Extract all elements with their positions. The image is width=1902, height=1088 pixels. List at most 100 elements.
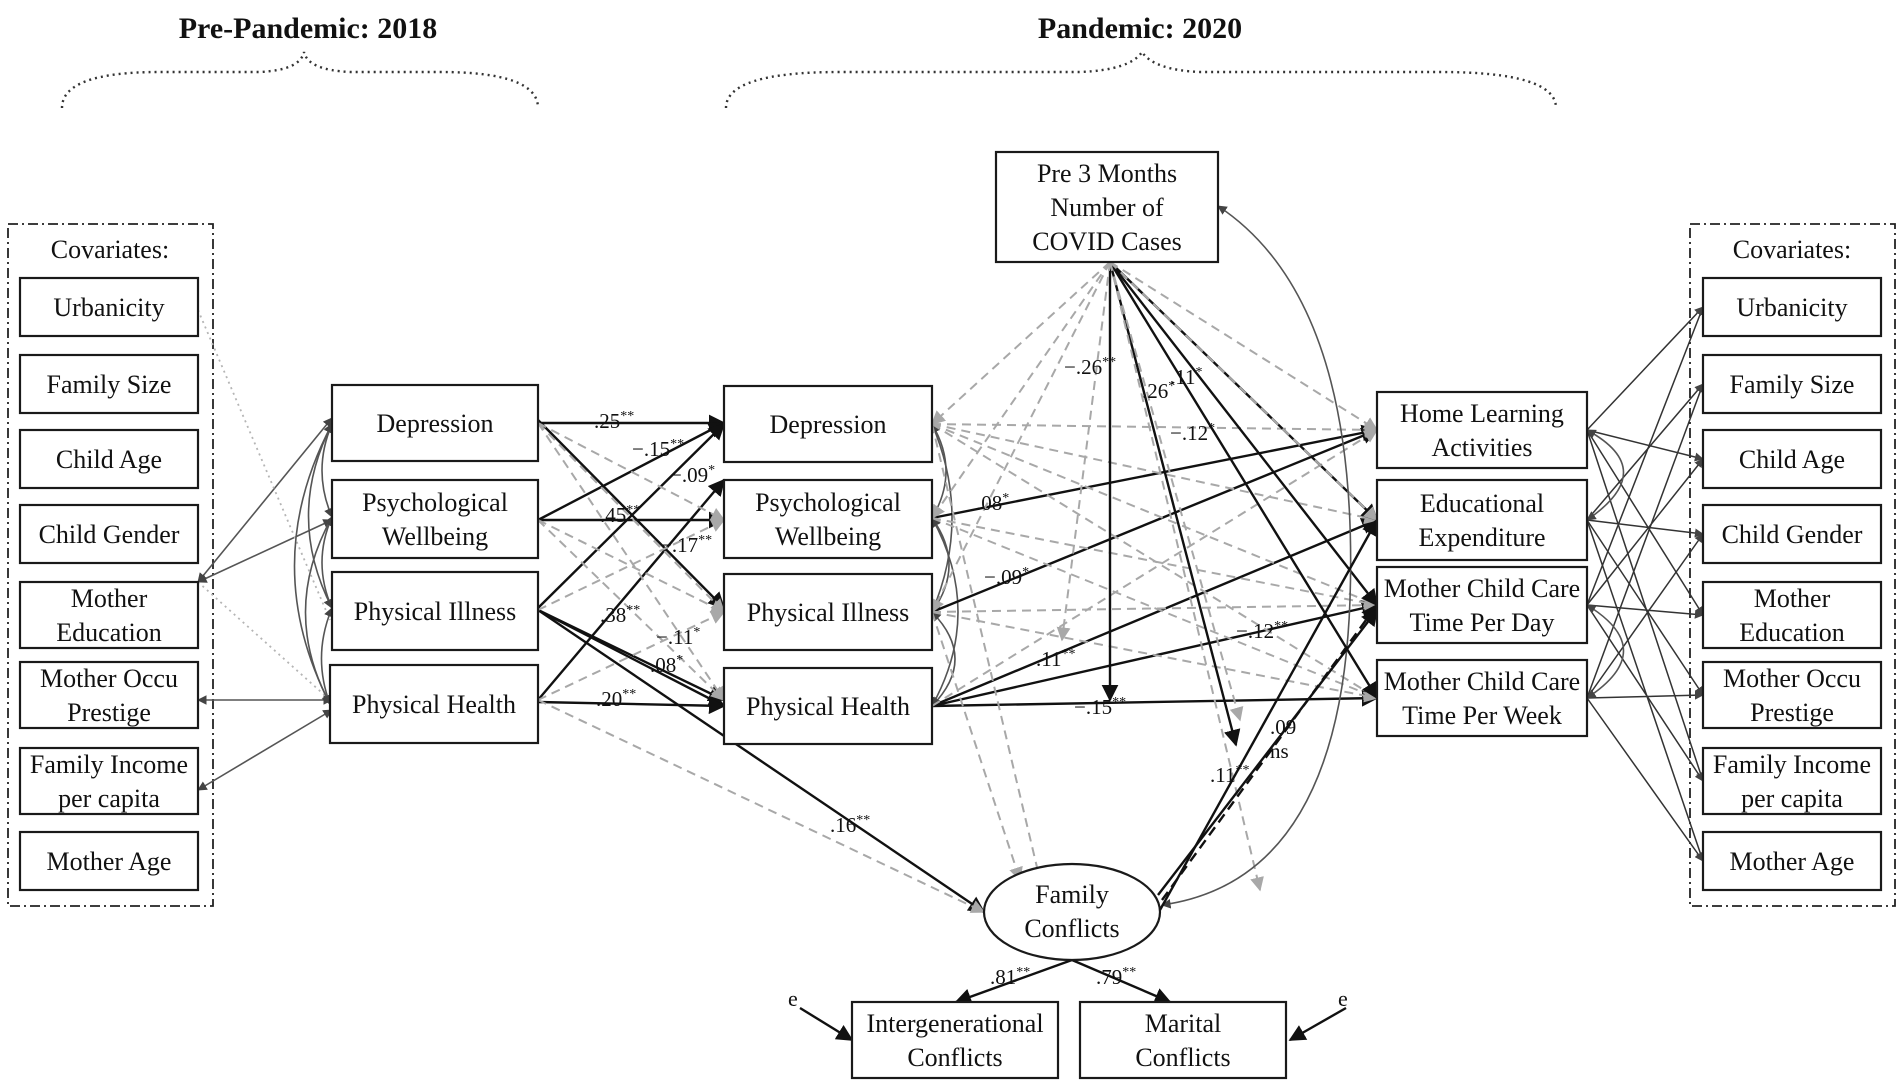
loading-intergen (954, 958, 1073, 1005)
covariate-right-2: Child Age (1701, 428, 1883, 490)
coefficient-significance: ** (1016, 965, 1030, 980)
coefficient-c24: .79** (1096, 965, 1136, 989)
cov-right-link-1-1 (1586, 383, 1704, 521)
mid-2020-node-1-frame (722, 478, 934, 560)
covid-cases-node-label: Pre 3 Months (1037, 159, 1177, 188)
dashed-mid-out-4 (931, 517, 1379, 610)
dashed-covid-1 (931, 261, 1111, 520)
pre-2018-node-0-frame (330, 383, 540, 463)
cov-right-link-0-0 (1586, 306, 1704, 431)
coefficient-value: ns (1270, 739, 1289, 763)
coefficient-value: .81 (990, 965, 1016, 989)
mid-2020-node-1-label: Wellbeing (775, 522, 881, 551)
covariate-left-5-label: Mother Occu (40, 664, 178, 693)
covariate-left-2-frame (18, 428, 200, 490)
phase-title-pre: Pre-Pandemic: 2018 (179, 12, 438, 45)
covariate-right-6-label: Family Income (1713, 750, 1871, 779)
coefficient-significance: * (1002, 491, 1009, 506)
coefficient-value: .08 (650, 653, 676, 677)
covariate-right-3-frame (1701, 503, 1883, 565)
cov-right-link-1-3 (1586, 383, 1705, 699)
coefficient-c12: .26* (1142, 379, 1175, 403)
dashed-mid-out-2 (931, 423, 1379, 607)
cov-right-link-0-2 (1586, 306, 1705, 606)
covariates-title-right: Covariates: (1733, 235, 1851, 264)
pre-2018-node-1-frame (330, 478, 540, 560)
mid-corr-2 (930, 423, 953, 613)
mid-2020-node-2-frame (722, 572, 934, 652)
coefficient-c18: −.12** (1236, 619, 1288, 643)
brace-pandemic (724, 49, 1558, 109)
covariate-right-0-frame (1701, 276, 1883, 338)
covariate-left-0-label: Urbanicity (53, 293, 164, 322)
mid-2020-node-0: Depression (722, 384, 934, 464)
covariate-right-5-frame (1701, 660, 1883, 730)
covariate-right-4-label: Mother (1754, 584, 1831, 613)
error-arrow-1 (1288, 1006, 1347, 1042)
covariates-title-left: Covariates: (51, 235, 169, 264)
pre-2018-node-1-label: Psychological (362, 488, 508, 517)
covariate-right-0-label: Urbanicity (1736, 293, 1847, 322)
cov-right-link-6-0 (1586, 429, 1705, 782)
covariate-left-3-frame (18, 503, 200, 565)
covid-cases-node-label: COVID Cases (1032, 227, 1182, 256)
dashed-covid-6 (1056, 261, 1111, 642)
covariates-frame-right (1689, 223, 1896, 907)
dashed-mid-out-1 (931, 423, 1379, 525)
dashed-pre-mid-4 (537, 519, 726, 701)
covid-cases-node-frame (994, 150, 1220, 264)
out-corr-1 (1586, 604, 1625, 699)
error-label-1: e (1338, 986, 1348, 1011)
covariate-right-6-frame (1701, 746, 1883, 816)
pre-corr-4 (304, 516, 333, 705)
coefficient-value: .09 (1270, 715, 1296, 739)
cov-left-link-3 (197, 709, 333, 791)
coefficient-significance: ** (1061, 647, 1075, 662)
pre-2018-node-3-label: Physical Health (352, 690, 516, 719)
covariate-left-4-frame (18, 580, 200, 650)
outcome-node-0-label: Home Learning (1400, 399, 1564, 428)
dashed-covid-0 (930, 261, 1111, 425)
pre-corr-2 (321, 516, 333, 609)
coefficient-value: −.15 (1074, 695, 1112, 719)
coefficient-significance: ** (856, 813, 870, 828)
coefficient-value: .11 (1036, 647, 1061, 671)
covariate-right-4-frame (1701, 580, 1883, 650)
coefficient-significance: * (676, 653, 683, 668)
coefficient-c9: .20** (596, 687, 636, 711)
path-fc-out-1 (1157, 608, 1379, 896)
covariate-right-7-frame (1701, 830, 1883, 892)
coefficient-significance: * (693, 625, 700, 640)
coefficient-value: −.09 (984, 565, 1022, 589)
cov-right-link-4-2 (1586, 604, 1704, 619)
outcome-node-0-label: Activities (1431, 433, 1532, 462)
covariate-right-5-label: Mother Occu (1723, 664, 1861, 693)
coefficient-c11: −.26** (1064, 355, 1116, 379)
covariate-left-4-label: Mother (71, 584, 148, 613)
coefficient-significance: ** (1122, 965, 1136, 980)
indicator-node-1-label: Marital (1145, 1009, 1222, 1038)
coefficient-value: −.09 (670, 463, 708, 487)
coefficient-significance: ** (670, 437, 684, 452)
path-pre-mid-2 (537, 478, 726, 701)
pre-2018-node-0: Depression (330, 383, 540, 463)
covariate-right-7: Mother Age (1701, 830, 1883, 892)
cov-left-dotted-urban (197, 309, 331, 621)
coefficient-significance: * (1168, 379, 1175, 394)
dashed-covid-3 (1109, 261, 1379, 431)
path-mid-out-4 (931, 689, 1379, 708)
path-pre-mid-8 (537, 697, 726, 715)
coefficient-value: −.12 (1236, 619, 1274, 643)
covariate-left-6-label: per capita (58, 784, 160, 813)
family-conflicts-label: Family (1035, 880, 1109, 909)
covariate-left-2: Child Age (18, 428, 200, 490)
